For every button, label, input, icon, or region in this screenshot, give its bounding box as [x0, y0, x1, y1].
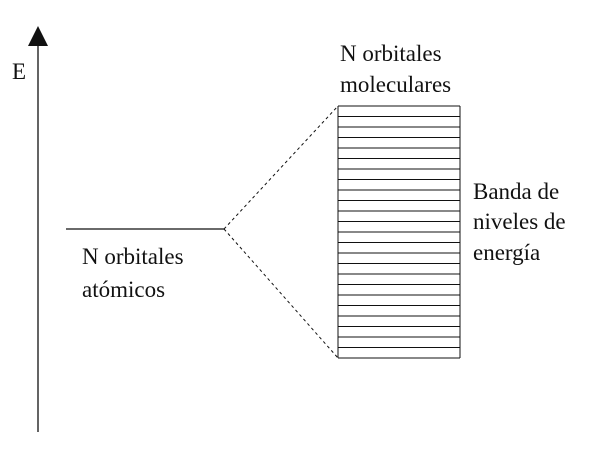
molecular-band: [337, 105, 461, 359]
band-label-line1: Banda de: [473, 179, 560, 204]
connector-top: [223, 105, 339, 230]
energy-axis-label: E: [12, 59, 27, 84]
molecular-label-line2: moleculares: [340, 72, 452, 97]
band-label-line2: niveles de: [473, 209, 566, 234]
molecular-label-line1: N orbitales: [340, 41, 442, 66]
atomic-label-line1: N orbitales: [82, 244, 184, 269]
atomic-label-line2: atómicos: [82, 277, 166, 302]
energy-axis-arrowhead: [28, 26, 48, 46]
connector-bottom: [223, 228, 339, 359]
band-label-line3: energía: [473, 240, 541, 265]
